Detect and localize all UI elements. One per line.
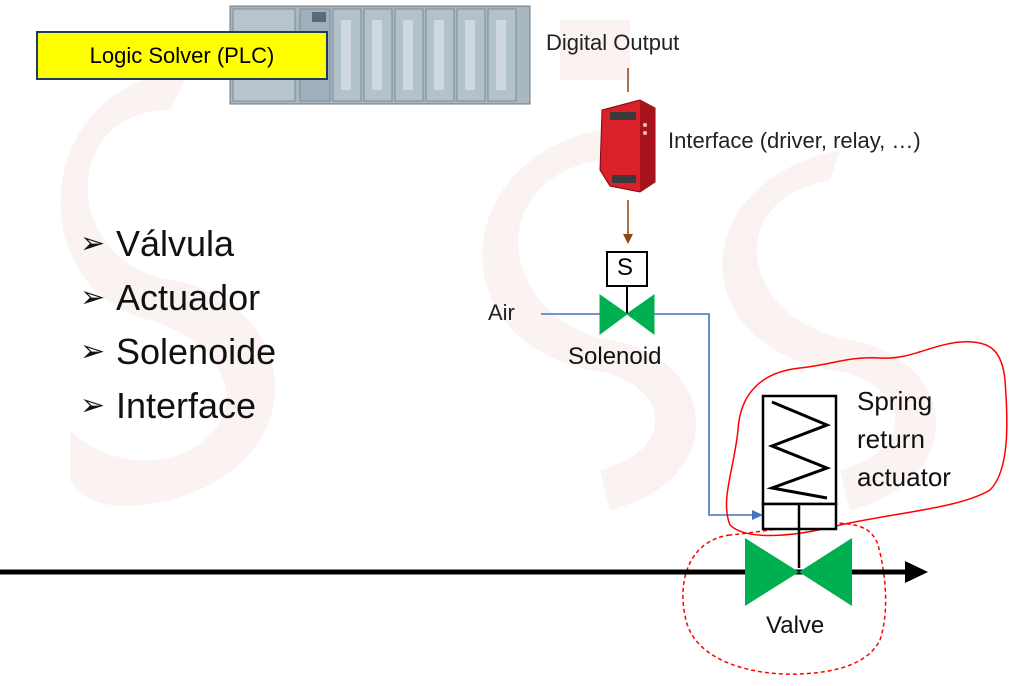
arrow-bullet-icon: ➢ bbox=[80, 281, 106, 314]
air-label: Air bbox=[488, 300, 515, 325]
bullet-text: Actuador bbox=[116, 277, 261, 318]
actuator-label-line3: actuator bbox=[857, 462, 951, 492]
bullet-text: Válvula bbox=[116, 223, 235, 264]
plc-label: Logic Solver (PLC) bbox=[36, 31, 328, 80]
plc-label-text: Logic Solver (PLC) bbox=[89, 42, 275, 68]
solenoid-label: Solenoid bbox=[568, 343, 662, 370]
digital-output-label: Digital Output bbox=[546, 30, 680, 55]
bullet-text: Solenoide bbox=[116, 331, 277, 372]
spring-actuator-icon bbox=[761, 394, 838, 568]
actuator-label-line2: return bbox=[857, 424, 925, 454]
bullet-item: ➢ Interface bbox=[80, 379, 276, 433]
arrow-bullet-icon: ➢ bbox=[80, 227, 106, 260]
valve-highlight bbox=[682, 522, 887, 675]
arrow-bullet-icon: ➢ bbox=[80, 389, 106, 422]
actuator-highlight bbox=[725, 341, 1008, 537]
solenoid-valve-icon bbox=[599, 294, 655, 335]
relay-interface-image bbox=[599, 99, 656, 193]
bullet-text: Interface bbox=[116, 385, 257, 426]
air-line-arrowhead bbox=[752, 510, 763, 520]
valve-label: Valve bbox=[766, 612, 825, 639]
arrow-bullet-icon: ➢ bbox=[80, 335, 106, 368]
air-line bbox=[541, 313, 755, 516]
background-watermark bbox=[60, 20, 937, 510]
component-bullet-list: ➢ Válvula ➢ Actuador ➢ Solenoide ➢ Inter… bbox=[80, 217, 276, 433]
main-valve-icon bbox=[745, 538, 852, 606]
solenoid-coil-box bbox=[606, 251, 648, 287]
actuator-label-line1: Spring bbox=[857, 386, 933, 416]
bullet-item: ➢ Solenoide bbox=[80, 325, 276, 379]
solenoid-symbol-label: S bbox=[617, 254, 634, 281]
actuator-label: Spring return actuator bbox=[857, 382, 951, 496]
bullet-item: ➢ Actuador bbox=[80, 271, 276, 325]
interface-label: Interface (driver, relay, …) bbox=[668, 128, 921, 153]
signal-arrow bbox=[623, 200, 633, 244]
bullet-item: ➢ Válvula bbox=[80, 217, 276, 271]
